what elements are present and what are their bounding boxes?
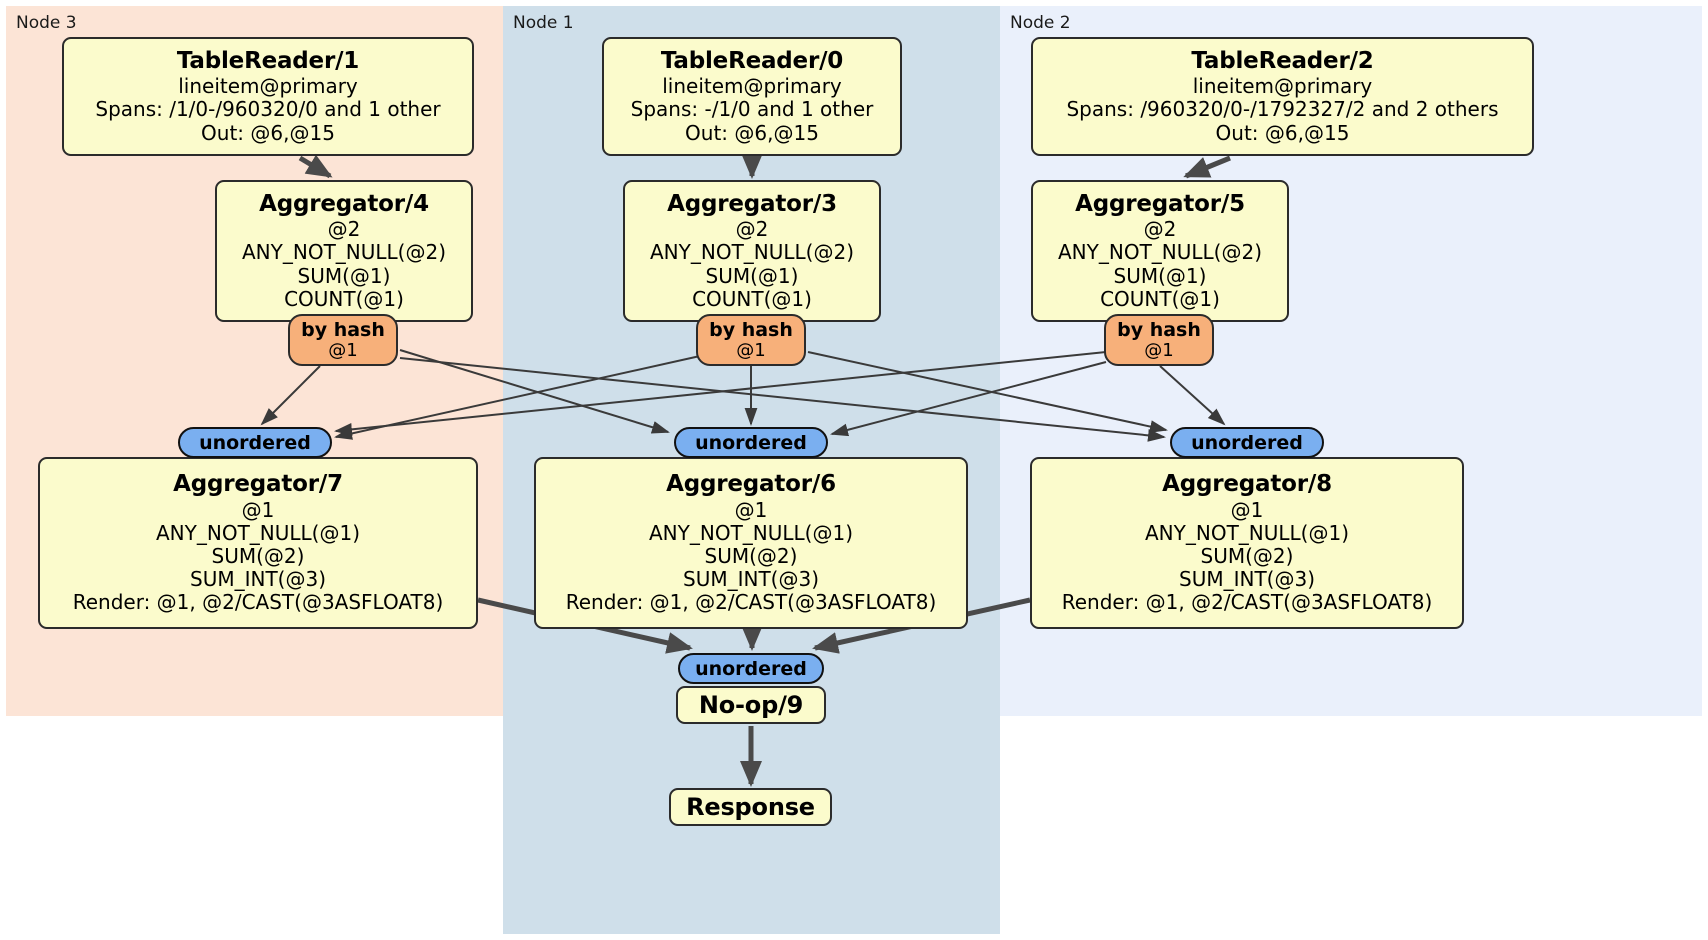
processor-detail-line: COUNT(@1)	[1100, 286, 1220, 311]
processor-detail-line: SUM(@2)	[211, 543, 305, 568]
processor-title: TableReader/0	[660, 48, 844, 75]
processor-detail-line: Render: @1, @2/CAST(@3ASFLOAT8)	[1061, 590, 1433, 615]
hash-router-hash5[interactable]: by hash@1	[1104, 314, 1214, 366]
hash-router-hash3[interactable]: by hash@1	[696, 314, 806, 366]
processor-title: Aggregator/6	[666, 471, 836, 498]
processor-title: Aggregator/7	[173, 471, 343, 498]
processor-detail-line: Render: @1, @2/CAST(@3ASFLOAT8)	[565, 590, 937, 615]
processor-detail-line: lineitem@primary	[662, 74, 842, 99]
router-column: @1	[328, 339, 358, 361]
hash-router-hash4[interactable]: by hash@1	[288, 314, 398, 366]
processor-detail-line: Out: @6,@15	[685, 120, 819, 145]
processor-title: Aggregator/8	[1162, 471, 1332, 498]
processor-detail-line: ANY_NOT_NULL(@2)	[1058, 240, 1262, 265]
processor-detail-line: ANY_NOT_NULL(@1)	[649, 520, 853, 545]
processor-detail-line: ANY_NOT_NULL(@1)	[1145, 520, 1349, 545]
processor-detail-line: @2	[1143, 217, 1177, 242]
processor-detail-line: SUM(@1)	[705, 263, 799, 288]
processor-detail-line: Out: @6,@15	[201, 120, 335, 145]
processor-detail-line: lineitem@primary	[178, 74, 358, 99]
processor-title: TableReader/1	[176, 48, 360, 75]
processor-detail-line: @2	[735, 217, 769, 242]
synchronizer-sync9[interactable]: unordered	[678, 653, 824, 684]
synchronizer-sync7[interactable]: unordered	[178, 427, 332, 458]
processor-detail-line: @1	[734, 497, 768, 522]
processor-detail-line: Out: @6,@15	[1215, 120, 1350, 145]
processor-detail-line: ANY_NOT_NULL(@2)	[650, 240, 854, 265]
processor-detail-line: @1	[1230, 497, 1264, 522]
synchronizer-sync6[interactable]: unordered	[674, 427, 828, 458]
processor-detail-line: SUM(@2)	[704, 543, 798, 568]
processor-title: Response	[686, 792, 815, 821]
node-label-node2: Node 2	[1010, 13, 1071, 33]
processor-detail-line: COUNT(@1)	[284, 286, 404, 311]
processor-detail-line: SUM(@1)	[297, 263, 391, 288]
processor-detail-line: ANY_NOT_NULL(@2)	[242, 240, 446, 265]
processor-detail-line: ANY_NOT_NULL(@1)	[156, 520, 360, 545]
processor-noop9[interactable]: No-op/9	[676, 686, 826, 724]
processor-title: Aggregator/5	[1075, 191, 1245, 218]
processor-title: Aggregator/3	[667, 191, 837, 218]
processor-detail-line: Spans: /960320/0-/1792327/2 and 2 others	[1066, 97, 1499, 122]
synchronizer-sync8[interactable]: unordered	[1170, 427, 1324, 458]
router-label: by hash	[301, 318, 385, 341]
router-label: by hash	[709, 318, 793, 341]
processor-detail-line: SUM(@2)	[1200, 543, 1294, 568]
node-label-node3: Node 3	[16, 13, 77, 33]
processor-response[interactable]: Response	[669, 788, 832, 826]
processor-detail-line: SUM(@1)	[1113, 263, 1207, 288]
node-label-node1: Node 1	[513, 13, 574, 33]
processor-detail-line: SUM_INT(@3)	[683, 567, 819, 592]
processor-detail-line: COUNT(@1)	[692, 286, 812, 311]
processor-detail-line: Render: @1, @2/CAST(@3ASFLOAT8)	[72, 590, 444, 615]
processor-detail-line: @1	[241, 497, 275, 522]
router-label: by hash	[1117, 318, 1201, 341]
processor-detail-line: Spans: /1/0-/960320/0 and 1 other	[95, 97, 441, 122]
router-column: @1	[1144, 339, 1174, 361]
processor-title: No-op/9	[698, 690, 804, 719]
processor-title: Aggregator/4	[259, 191, 429, 218]
processor-detail-line: lineitem@primary	[1192, 74, 1373, 99]
processor-detail-line: SUM_INT(@3)	[1179, 567, 1315, 592]
processor-detail-line: SUM_INT(@3)	[190, 567, 326, 592]
processor-detail-line: Spans: -/1/0 and 1 other	[630, 97, 874, 122]
processor-title: TableReader/2	[1191, 48, 1374, 75]
router-column: @1	[736, 339, 766, 361]
processor-detail-line: @2	[327, 217, 361, 242]
